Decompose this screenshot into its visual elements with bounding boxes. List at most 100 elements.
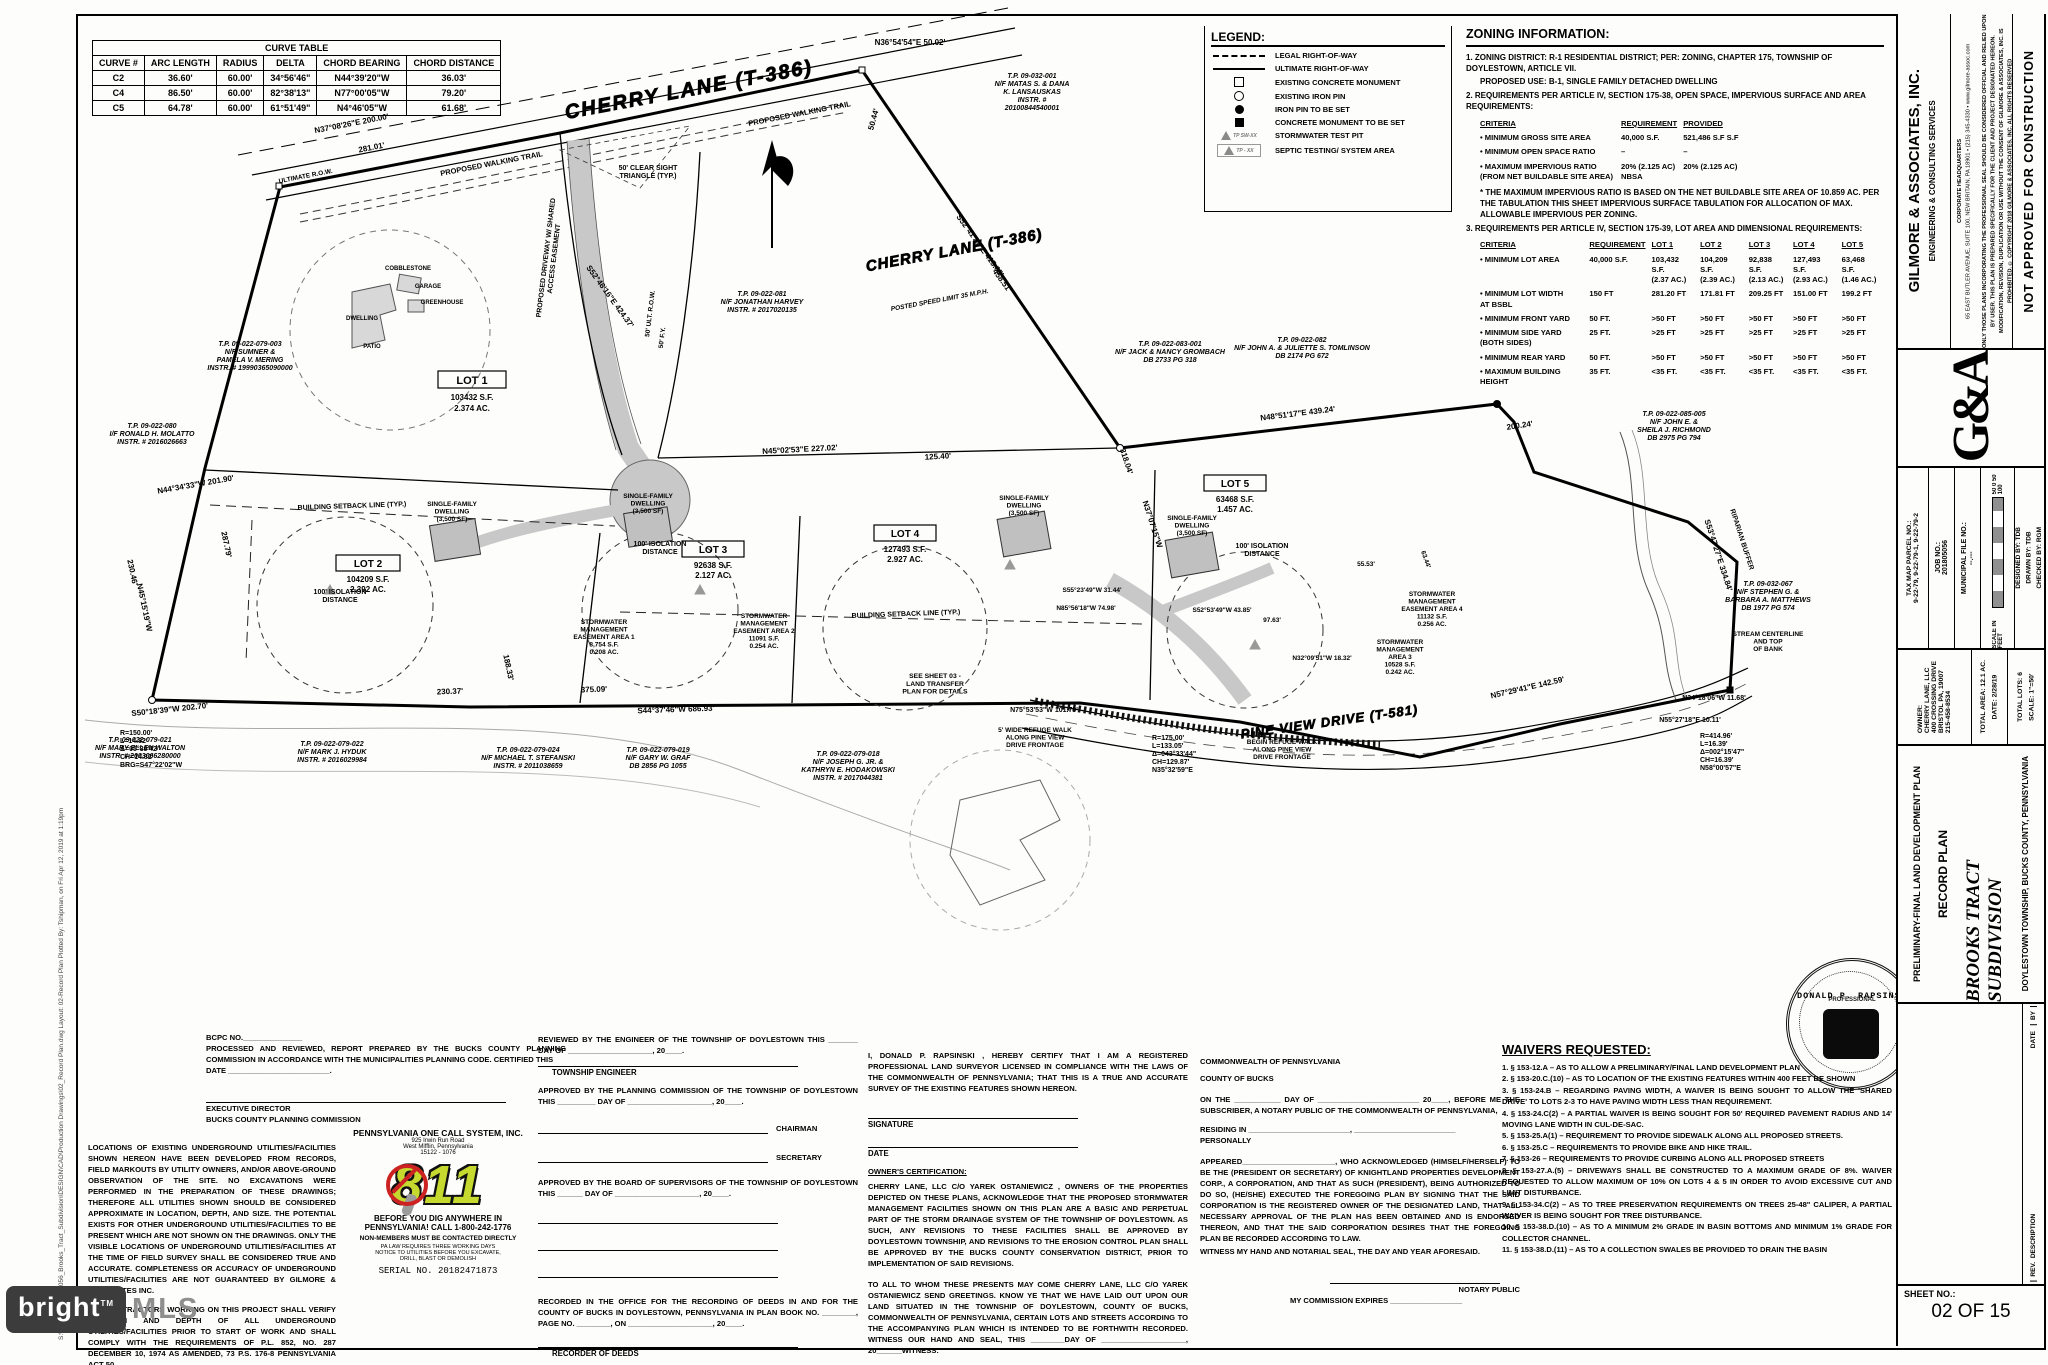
pine-view-drive-road [1021,667,1753,771]
test-pit-triangle-icon: TP SW-XX [1211,131,1267,140]
not-approved-stamp: NOT APPROVED FOR CONSTRUCTION [2021,49,2036,313]
legend-item: LEGAL RIGHT-OF-WAY [1211,51,1445,60]
svg-text:BUILDING SETBACK LINE (TYP.): BUILDING SETBACK LINE (TYP.) [297,501,406,512]
svg-text:N44°34'33"W 201.90': N44°34'33"W 201.90' [157,473,235,495]
waiver-item: 1. § 153-12.A – AS TO ALLOW A PRELIMINAR… [1502,1063,1801,1072]
rev-date-header: DATE [2030,1024,2037,1055]
surveyor-name: DONALD P. RAPSINSKI [1797,991,1913,1001]
svg-text:50' F.Y.: 50' F.Y. [658,327,668,349]
notary-body: APPEARED______________________, WHO ACKN… [1200,1157,1520,1243]
legend-item: CONCRETE MONUMENT TO BE SET [1211,118,1445,127]
tax-map-value: 9-22-79, 9-22-79-1, 9-22-79-2 [1913,513,1920,603]
township-engineer-label: TOWNSHIP ENGINEER [552,1068,637,1077]
notary-block: COMMONWEALTH OF PENNSYLVANIA COUNTY OF B… [1200,1056,1520,1306]
designed-by-label: DESIGNED BY: [2014,542,2022,589]
table-row: • MAXIMUM IMPERVIOUS RATIO (FROM NET BUI… [1480,161,1738,181]
proposed-houses [428,506,1220,579]
job-info-row: TAX MAP PARCEL NO.: 9-22-79, 9-22-79-1, … [1898,468,2044,650]
one-call-nonmembers: NON-MEMBERS MUST BE CONTACTED DIRECTLY [359,1235,517,1242]
svg-text:PROPOSED WALKING TRAIL: PROPOSED WALKING TRAIL [748,99,852,128]
road-label-cherry-2: CHERRY LANE (T-386) [864,226,1043,275]
bcpc-no: BCPC NO.______________ [206,1033,303,1042]
scale-label: SCALE: [2028,695,2036,721]
zoning-note: * THE MAXIMUM IMPERVIOUS RATIO IS BASED … [1480,188,1880,219]
svg-text:S55°23'49"W 31.44': S55°23'49"W 31.44' [1062,586,1121,594]
cherry-lane-road [237,7,1023,201]
secretary-label: SECRETARY [776,1153,822,1162]
svg-text:R=150.00'L=14.82'Δ=05°39'42"CH: R=150.00'L=14.82'Δ=05°39'42"CH=14.82'BRG… [120,730,182,769]
bcpc-date: DATE ________________________. [206,1066,332,1075]
note-paragraph: LOCATIONS OF EXISTING UNDERGROUND UTILIT… [88,1143,336,1295]
recorder-of-deeds-label: RECORDER OF DEEDS [552,1349,639,1358]
signature-line [868,1108,1078,1119]
utility-notes: LOCATIONS OF EXISTING UNDERGROUND UTILIT… [88,1142,336,1365]
svg-text:63.44': 63.44' [1419,550,1432,570]
signature-line [206,1092,506,1103]
notary-public-label: NOTARY PUBLIC [1458,1285,1520,1294]
signature-line [538,1337,798,1348]
test-pit-symbols [324,558,1261,650]
approval-signatures: REVIEWED BY THE ENGINEER OF THE TOWNSHIP… [538,1034,858,1365]
svg-text:2.927 AC.: 2.927 AC. [887,555,923,564]
svg-text:LOT 5: LOT 5 [1221,479,1250,490]
sheet-border [76,14,2046,1350]
curve-col-header: DELTA [263,55,318,71]
waivers-panel: WAIVERS REQUESTED: 1. § 153-12.A – AS TO… [1502,1042,1892,1256]
notary-line: PERSONALLY [1200,1136,1252,1145]
svg-text:230.46': 230.46' [125,559,139,587]
reviewed-by-engineer: REVIEWED BY THE ENGINEER OF THE TOWNSHIP… [538,1035,858,1055]
zoning-item: 2. REQUIREMENTS PER ARTICLE IV, SECTION … [1466,91,1866,112]
waiver-item: 3. § 153-24.B – REGARDING PAVING WIDTH, … [1502,1085,1892,1107]
legend-item: ULTIMATE RIGHT-OF-WAY [1211,64,1445,73]
svg-text:BUILDING SETBACK LINE (TYP.): BUILDING SETBACK LINE (TYP.) [851,609,960,620]
lot-2-label: LOT 2 104209 S.F. 2.392 AC. [335,554,401,594]
building-setback-lines [209,504,1143,663]
svg-text:LOT 3: LOT 3 [699,545,728,556]
svg-text:LOT 2: LOT 2 [354,559,383,570]
signature-line [538,1056,798,1067]
svg-text:N45°02'53"E 227.02': N45°02'53"E 227.02' [762,443,838,456]
lot-5-label: LOT 5 63468 S.F. 1.457 AC. [1203,474,1267,514]
project-location: DOYLESTOWN TOWNSHIP, BUCKS COUNTY, PENNS… [2021,756,2031,992]
existing-contours [84,719,1011,871]
owner-row: OWNER: CHERRY LANE, LLC 400 CROSSING DRI… [1898,650,2044,746]
legend-item: IRON PIN TO BE SET [1211,105,1445,114]
svg-text:103432 S.F.: 103432 S.F. [451,393,494,402]
legend-item: EXISTING IRON PIN [1211,91,1445,101]
dashed-line-icon [1211,54,1267,57]
open-square-icon [1211,77,1267,87]
svg-text:N85°56'18"W 74.98': N85°56'18"W 74.98' [1056,604,1116,612]
svg-text:2.374 AC.: 2.374 AC. [454,404,490,413]
total-lots-value: 6 [2016,672,2024,676]
one-call-address: 925 Irwin Run Road West Mifflin, Pennsyl… [403,1138,473,1156]
stream-lines [1619,429,1687,701]
municipal-file-label: MUNICIPAL FILE NO.: [1960,521,1968,595]
septic-triangle-icon: TP - XX [1211,144,1267,157]
curve-col-header: CURVE # [92,55,145,71]
company-services: ENGINEERING & CONSULTING SERVICES [1928,100,1937,262]
lot45-driveways [1106,562,1275,705]
svg-text:127493 S.F.: 127493 S.F. [884,545,927,554]
lot-3-label: LOT 3 92638 S.F. 2.127 AC. [681,540,745,580]
bcpc-exec-director: EXECUTIVE DIRECTOR [206,1104,291,1113]
deed-text: TO ALL TO WHOM THESE PRESENTS MAY COME C… [868,1280,1188,1355]
sheet-no-value: 02 OF 15 [1931,1301,2011,1322]
company-row: GILMORE & ASSOCIATES, INC. ENGINEERING &… [1898,14,2044,350]
signature-line [1330,1273,1500,1284]
svg-text:55.53': 55.53' [1357,561,1375,568]
notary-line: COMMONWEALTH OF PENNSYLVANIA [1200,1057,1341,1066]
signature-line [538,1213,778,1224]
seal-center-box [1823,1009,1879,1059]
existing-structure [909,749,1091,931]
